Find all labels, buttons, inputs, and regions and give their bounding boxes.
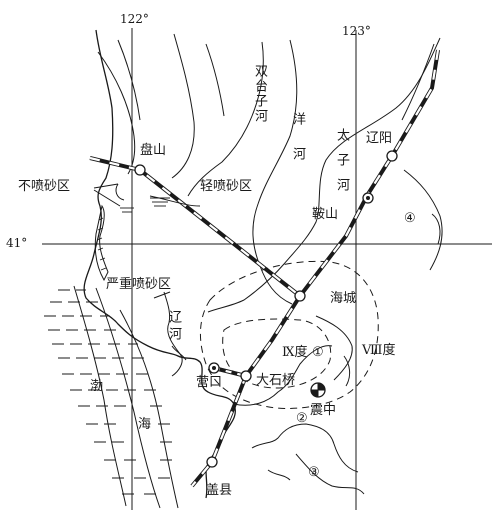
marsh-symbol	[120, 197, 170, 213]
city-marker-gaixian	[206, 456, 218, 468]
no-sand-bracket	[115, 183, 125, 201]
epicenter-label: 震中	[310, 403, 337, 418]
railway-trunk	[191, 49, 440, 487]
contour-line	[315, 315, 353, 381]
isobath-2	[95, 287, 161, 509]
contour-line	[295, 453, 365, 495]
river-label-taizi: 太子河	[334, 128, 349, 203]
city-marker-panshan	[134, 164, 146, 176]
city-label-liaoyang: 辽阳	[366, 131, 393, 146]
zone-label-light-sand: 轻喷砂区	[200, 179, 253, 194]
river-liao	[163, 291, 183, 377]
zone-label-severe-sand: 严重喷砂区	[106, 277, 172, 292]
river-label-shuangtaizi: 双台子河	[252, 64, 267, 124]
river-tributary	[205, 43, 225, 117]
isobath-3	[119, 309, 179, 509]
river-tributary	[117, 39, 141, 121]
lat-41-label: 41°	[6, 236, 28, 250]
lon-122-label: 122°	[120, 12, 149, 26]
leader-no-sand-1	[93, 183, 119, 189]
river-taizi	[207, 37, 441, 313]
intensity-label-viii: Ⅷ度	[362, 343, 396, 358]
city-label-panshan: 盘山	[140, 143, 167, 158]
city-label-anshan: 鞍山	[312, 207, 339, 222]
contour-line	[233, 345, 333, 406]
city-marker-dashiqiao	[240, 370, 252, 382]
sand-spit-hatch	[96, 217, 107, 271]
zone-label-no-sand: 不喷砂区	[18, 179, 71, 194]
sand-spit	[94, 204, 109, 282]
coastline	[83, 29, 236, 499]
river-east	[403, 169, 443, 271]
epicenter-icon	[310, 382, 326, 398]
contour-line	[251, 423, 359, 473]
leader-no-sand-2	[93, 189, 121, 207]
intensity-label-ix: Ⅸ度	[282, 345, 308, 360]
sand-patch-3	[267, 469, 291, 481]
city-label-dashiqiao: 大石桥	[256, 373, 296, 388]
sand-patch-coast	[171, 345, 187, 361]
marker-4: ④	[404, 211, 416, 226]
river-tributary	[401, 43, 435, 121]
city-marker-anshan-dot	[366, 196, 370, 200]
city-label-yingkou: 营口	[196, 375, 223, 390]
isobath-1	[73, 285, 127, 507]
river-label-liao: 辽河	[166, 310, 181, 344]
city-label-gaixian: 盖县	[206, 483, 233, 498]
lon-123-label: 123°	[342, 24, 371, 38]
marker-1: ①	[312, 345, 324, 360]
sea-label-bo: 渤	[90, 379, 104, 394]
river-label-yang: 洋河	[290, 112, 305, 182]
sand-patch-4	[431, 213, 441, 245]
sea-hatching	[44, 289, 172, 495]
river-shuangtaizi	[187, 41, 264, 197]
city-marker-haicheng	[294, 290, 306, 302]
river-yang	[252, 39, 298, 305]
city-marker-liaoyang	[386, 150, 398, 162]
sand-patch-1	[343, 355, 351, 387]
river-tributary	[171, 33, 195, 179]
river-tributary	[97, 51, 136, 175]
railway-panshan-haicheng	[89, 156, 301, 297]
marker-2: ②	[296, 411, 308, 426]
leader-severe-sand	[153, 291, 171, 299]
isoseismal-viii	[199, 260, 379, 409]
sea-label-hai: 海	[138, 417, 152, 432]
river-panshan-east	[149, 195, 201, 207]
marker-3: ③	[308, 465, 320, 480]
city-marker-yingkou-dot	[212, 366, 216, 370]
city-label-haicheng: 海城	[330, 291, 357, 306]
